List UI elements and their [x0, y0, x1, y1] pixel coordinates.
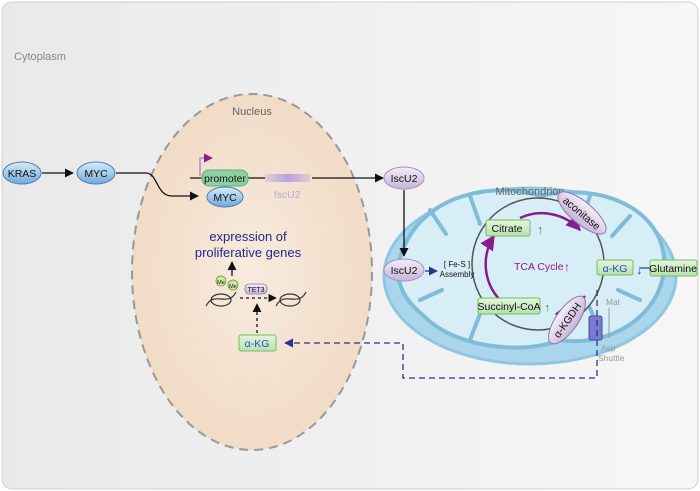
iscu2-gene-label: IscU2 [274, 189, 301, 201]
glutamine-box [649, 259, 698, 277]
kras-node [2, 161, 42, 185]
methyl-mark-1 [215, 275, 227, 287]
myc-label: MYC [84, 168, 108, 180]
tca-arc-left [480, 234, 501, 301]
iscu2-mito-node [383, 258, 425, 282]
citrate-up-arrow: ↑ [537, 222, 544, 237]
kras-label: KRAS [8, 168, 37, 180]
promoter-label: promoter [204, 173, 247, 185]
iscu2-cyto-node [383, 166, 425, 190]
myc-nuclear-label: MYC [213, 192, 237, 204]
demethylated-chromatin [275, 291, 307, 307]
citrate-box [485, 219, 531, 237]
succinyl-coa-box [477, 297, 541, 315]
succinyl-coa-up-arrow: ↑ [544, 300, 551, 315]
akg-mito-down-arrow: ↓ [636, 262, 643, 277]
glutamine-label: Glutamine [649, 263, 697, 275]
akg-nucleus-box [238, 334, 277, 352]
citrate-label: Citrate [492, 223, 523, 235]
tca-cycle-up-arrow: ↑ [564, 260, 570, 274]
akg-nucleus-label: α-KG [245, 338, 270, 350]
methyl-label-1: Me [217, 280, 225, 286]
nucleus-label: Nucleus [232, 106, 272, 118]
akg-mito-box [596, 259, 634, 276]
expression-label-2: proliferative genes [195, 245, 302, 260]
tet3-label: TET3 [247, 287, 264, 294]
iscu2-gene-bar [265, 174, 310, 182]
akg-export-dashed-arrow [284, 290, 598, 379]
akg-mito-label: α-KG [603, 263, 628, 275]
iscu2-mito-label: IscU2 [391, 265, 418, 277]
expression-label-1: expression of [209, 229, 287, 244]
myc-node [76, 161, 116, 185]
tca-cycle-label: TCA Cycle [514, 261, 564, 273]
tet3-node [244, 283, 268, 295]
myc-nuclear-node [206, 186, 244, 208]
methyl-label-2: Me [229, 284, 237, 290]
succinyl-coa-label: Succinyl-CoA [477, 301, 540, 313]
transcription-start-arrow [199, 153, 213, 176]
mitochondrion-label: Mitochondrion [495, 186, 564, 198]
shuttle-label: Shuttle [598, 353, 625, 363]
mal-asp-shuttle-transporter [588, 315, 603, 341]
methylated-chromatin [205, 291, 237, 307]
iscu2-cyto-label: IscU2 [391, 173, 418, 185]
fes-label-2: Assembly [440, 270, 475, 279]
cytoplasm-label: Cytoplasm [14, 51, 66, 63]
mal-label: Mal [606, 297, 620, 307]
tca-arc-top [519, 211, 582, 232]
fes-label-1: [ Fe-S ] [444, 260, 470, 269]
asp-label: Asp [601, 343, 616, 353]
methyl-mark-2 [227, 279, 239, 291]
nucleus [131, 93, 373, 451]
promoter-box [201, 169, 249, 187]
myc-to-nucleus-arrow [116, 172, 199, 201]
